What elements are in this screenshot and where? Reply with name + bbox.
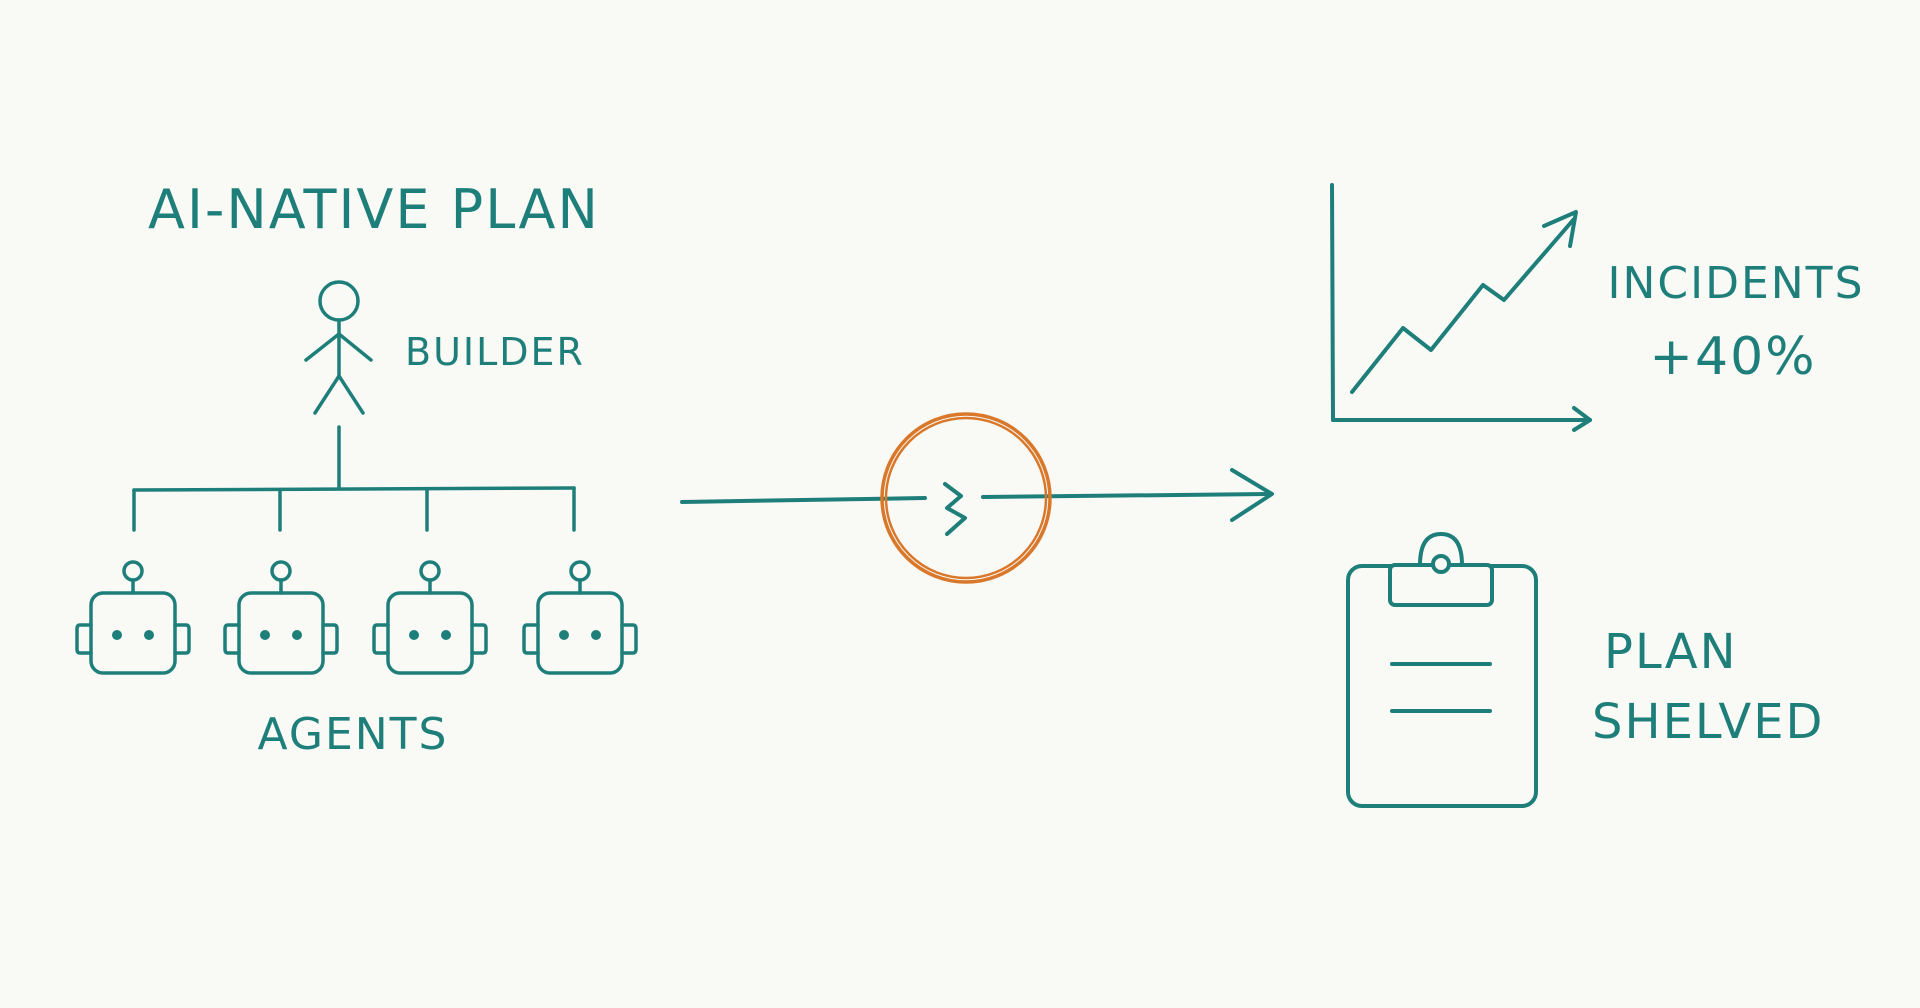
shelved-label: SHELVED — [1592, 694, 1824, 750]
arrow-right-icon — [680, 468, 1274, 522]
trend-up-chart-icon — [1330, 183, 1592, 432]
robot-icon — [372, 560, 488, 675]
incidents-value: +40% — [1649, 327, 1816, 387]
org-tree-connector — [132, 425, 576, 532]
builder-label: BUILDER — [405, 330, 585, 374]
robot-icon — [522, 560, 638, 675]
incidents-label: INCIDENTS — [1608, 258, 1865, 309]
plan-label: PLAN — [1604, 624, 1738, 680]
agents-label: AGENTS — [258, 709, 449, 760]
plan-title: AI-NATIVE PLAN — [148, 178, 600, 241]
robot-icon — [75, 560, 191, 675]
break-circle — [880, 412, 1052, 584]
stick-figure-icon — [304, 280, 373, 415]
clipboard-icon — [1346, 532, 1538, 808]
robot-icon — [223, 560, 339, 675]
lightning-break-icon — [943, 482, 967, 536]
